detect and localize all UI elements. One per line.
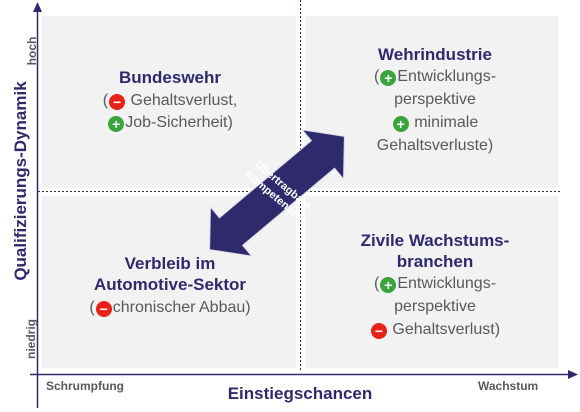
quadrant-top-right-line: Gehaltsverluste) (330, 135, 540, 157)
text: Gehaltsverlust) (392, 321, 501, 338)
quadrant-bottom-right-line: perspektive (325, 296, 545, 318)
plus-icon: + (380, 70, 397, 86)
x-axis-high-label: Wachstum (478, 379, 539, 393)
text: chronischer Abbau) (112, 299, 251, 316)
quadrant-top-left-title: Bundeswehr (118, 68, 222, 87)
quadrant-top-right-bg (305, 16, 558, 188)
quadrant-bottom-right-title-line2: branchen (396, 252, 474, 271)
text: minimale (414, 114, 479, 131)
quadrant-top-right-line: + minimale (330, 112, 540, 134)
paren: ( (102, 92, 109, 109)
plus-icon: + (392, 116, 409, 132)
transfer-arrow-icon (209, 129, 345, 257)
quadrant-bottom-right-line: (+Entwicklungs- (325, 273, 545, 295)
text: perspektive (394, 298, 476, 315)
paren: ( (89, 299, 95, 316)
paren: ( (373, 68, 380, 85)
text: Entwicklungs- (397, 68, 497, 85)
quadrant-bottom-left-title-line2: Automotive-Sektor (93, 275, 247, 294)
text: Gehaltsverluste) (376, 137, 494, 154)
x-axis-label: Einstiegschancen (227, 384, 373, 403)
quadrant-top-right-line: (+Entwicklungs- (330, 66, 540, 88)
x-axis-low-label: Schrumpfung (46, 379, 124, 393)
minus-icon: − (109, 94, 126, 110)
text: Entwicklungs- (397, 275, 497, 292)
quadrant-bottom-left-line: (−chronischer Abbau) (55, 297, 285, 319)
quadrant-bottom-right-bg (305, 196, 558, 368)
quadrant-bottom-right-title-line1: Zivile Wachstums- (360, 231, 510, 250)
text: Gehaltsverlust, (130, 92, 238, 109)
quadrant-top-right-title: Wehrindustrie (378, 45, 492, 64)
plus-icon: + (108, 116, 125, 132)
quadrant-top-left-line: +Job-Sicherheit) (60, 112, 280, 134)
minus-icon: − (370, 323, 387, 339)
paren: ( (373, 275, 380, 292)
quadrant-bottom-right-line: − Gehaltsverlust) (325, 319, 545, 341)
text: perspektive (394, 91, 476, 108)
x-axis-arrowhead (568, 370, 578, 379)
y-axis-high-label: hoch (25, 36, 39, 66)
y-axis-arrowhead (33, 2, 42, 12)
text: Job-Sicherheit) (125, 114, 233, 131)
y-axis-label: Qualifizierungs-Dynamik (11, 81, 30, 281)
quadrant-top-left-bg (42, 16, 296, 188)
minus-icon: − (95, 301, 112, 317)
quadrant-top-right-line: perspektive (330, 89, 540, 111)
plus-icon: + (380, 277, 397, 293)
quadrant-bottom-left-title-line1: Verbleib im (124, 254, 216, 273)
y-axis-low-label: niedrig (24, 319, 38, 360)
quadrant-top-left-line: (− Gehaltsverlust, (60, 90, 280, 112)
